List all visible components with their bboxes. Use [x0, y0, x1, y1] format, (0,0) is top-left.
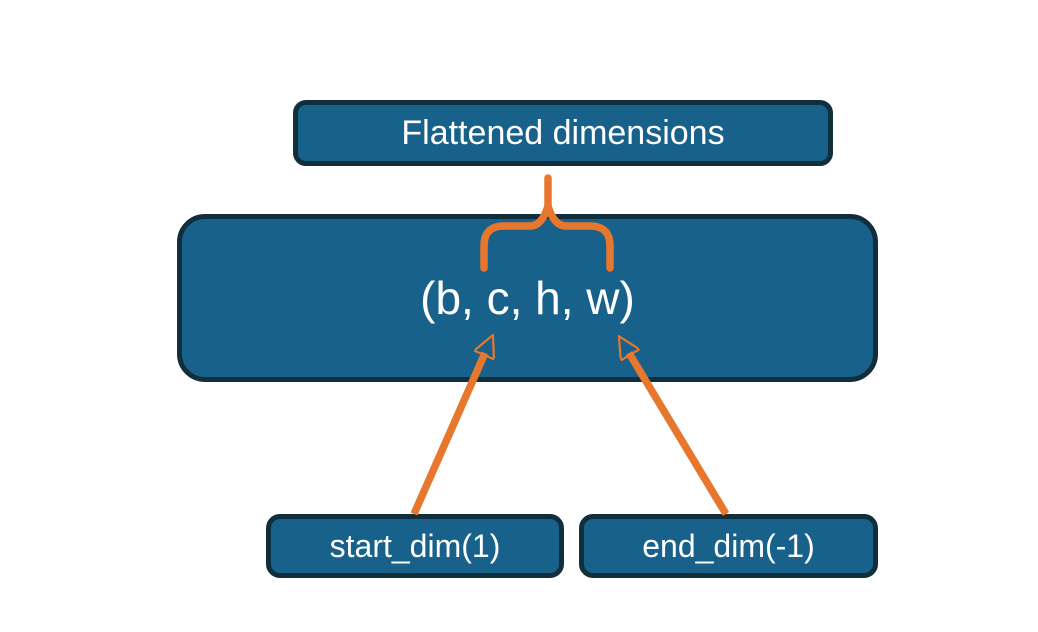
node-end-dim: end_dim(-1) — [579, 514, 878, 578]
end-dim-label: end_dim(-1) — [642, 527, 815, 564]
node-start-dim: start_dim(1) — [266, 514, 564, 578]
start-dim-label: start_dim(1) — [329, 527, 501, 564]
node-tensor-shape: (b, c, h, w) — [177, 214, 878, 382]
tensor-shape-label: (b, c, h, w) — [420, 272, 635, 324]
node-flattened-dimensions: Flattened dimensions — [293, 100, 833, 166]
flattened-dimensions-label: Flattened dimensions — [401, 113, 725, 152]
